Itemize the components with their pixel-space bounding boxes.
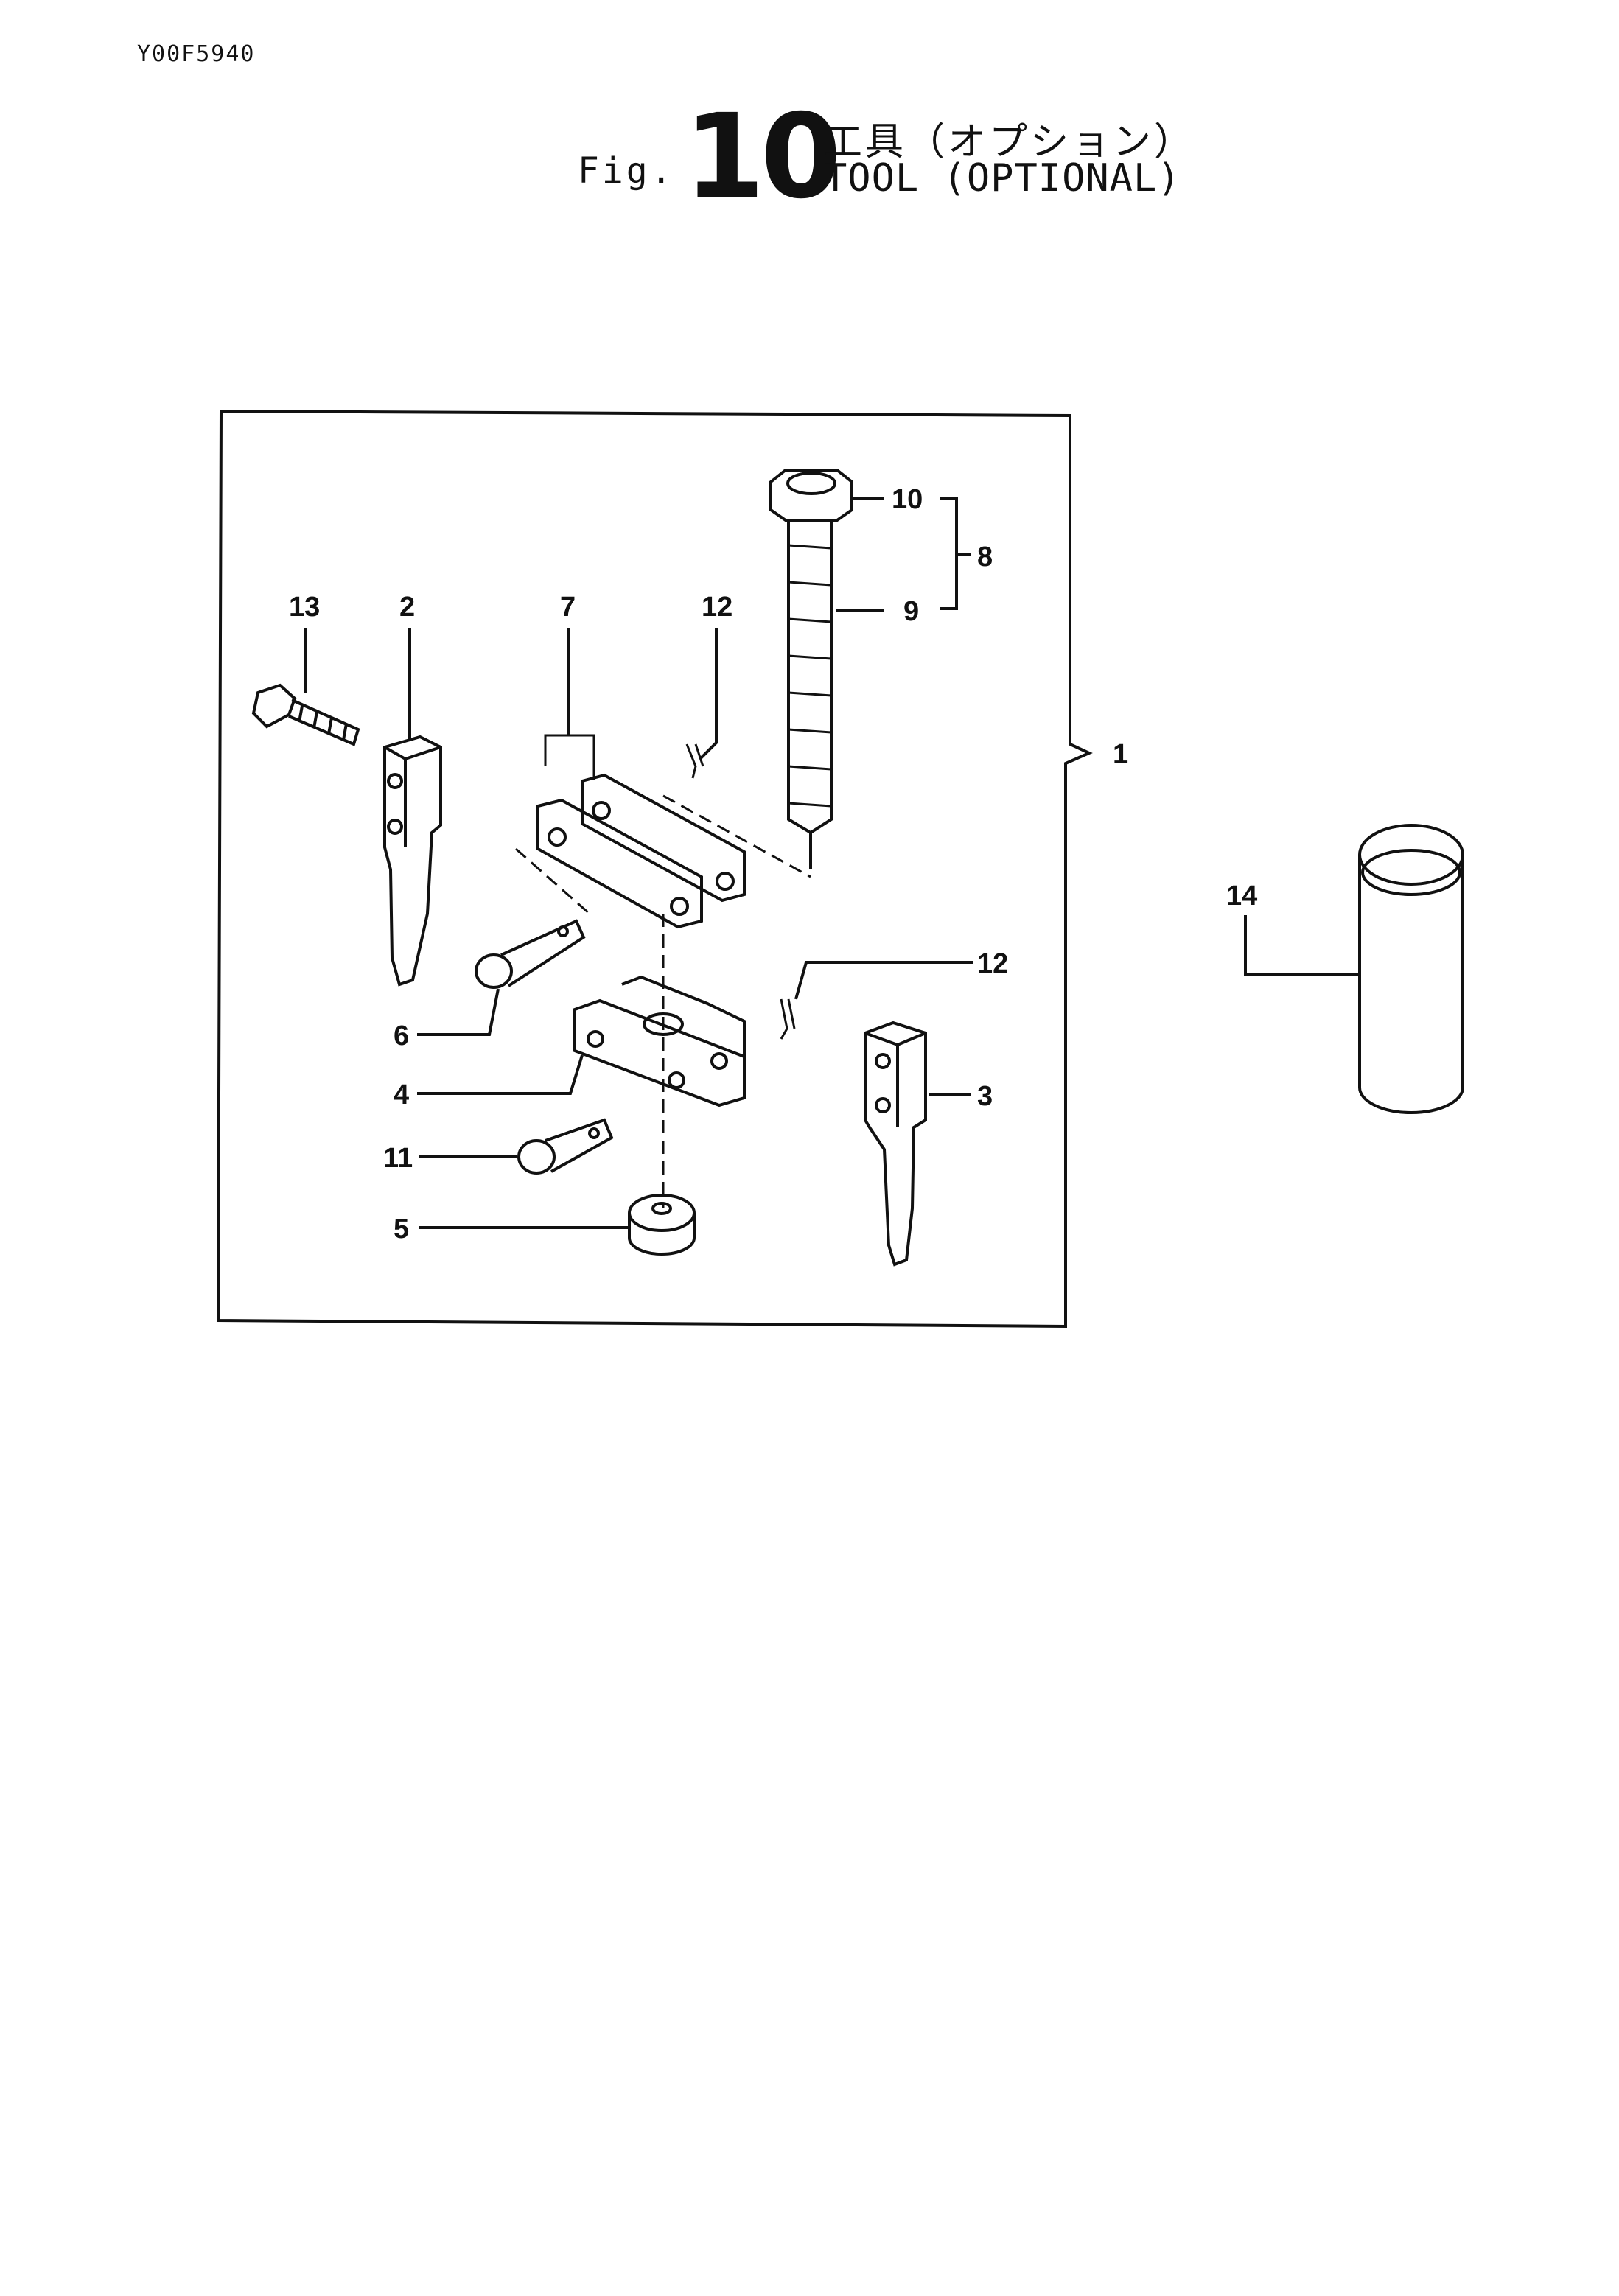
callout-11: 11 — [383, 1143, 413, 1174]
leader-12-upper — [699, 628, 718, 760]
part-13-wing-screw — [251, 683, 360, 746]
callout-2: 2 — [399, 592, 415, 623]
part-2-jaw — [383, 735, 442, 987]
leader-14 — [1244, 915, 1359, 976]
callout-4: 4 — [394, 1079, 409, 1110]
title-japanese: 工具（オプション） — [824, 120, 1196, 164]
callout-5: 5 — [394, 1214, 409, 1245]
callout-12-upper: 12 — [702, 592, 732, 623]
document-code: Y00F5940 — [137, 41, 256, 67]
part-6-pin — [475, 919, 586, 989]
figure-number: 10 — [684, 89, 842, 225]
callout-12-lower: 12 — [977, 948, 1008, 979]
callout-13: 13 — [289, 592, 320, 623]
part-12-split-pin-lower — [780, 998, 796, 1040]
callout-7: 7 — [560, 592, 576, 623]
part-11-pin — [517, 1118, 614, 1175]
part-9-10-bolt — [769, 469, 853, 869]
part-4-yoke — [573, 914, 746, 1208]
assembly-frame — [216, 409, 1093, 1329]
part-3-jaw — [864, 1021, 927, 1267]
callout-10: 10 — [892, 484, 923, 515]
callout-14: 14 — [1226, 881, 1257, 911]
part-14-cylinder — [1358, 824, 1464, 1114]
callout-9: 9 — [903, 596, 919, 627]
part-5-collar — [628, 1194, 696, 1256]
part-12-split-pin-upper — [685, 743, 704, 779]
figure-label: Fig. — [578, 150, 675, 192]
callout-1: 1 — [1113, 739, 1128, 770]
title-english: TOOL (OPTIONAL) — [824, 156, 1181, 200]
callout-8: 8 — [977, 542, 993, 573]
leader-4 — [417, 1054, 584, 1095]
leader-6 — [417, 988, 500, 1036]
leader-12-lower — [794, 961, 973, 1000]
part-7-link-plates — [515, 734, 811, 929]
callout-3: 3 — [977, 1081, 993, 1112]
callout-6: 6 — [394, 1021, 409, 1051]
bracket-8 — [940, 497, 971, 610]
